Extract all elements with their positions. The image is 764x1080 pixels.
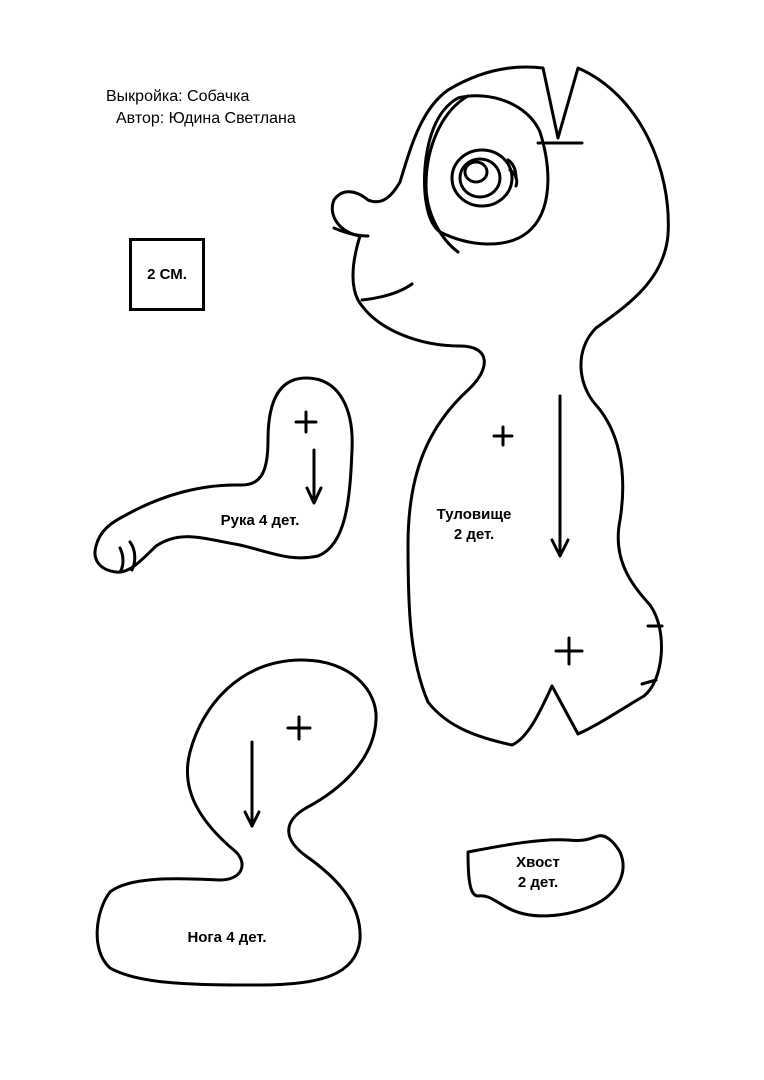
leg-grain-arrowhead [243, 810, 261, 828]
eye-outer [450, 148, 514, 208]
leg-plus-mark [286, 715, 312, 741]
eye-inner [463, 160, 489, 184]
body-outline [330, 65, 670, 747]
tail-outline [466, 834, 625, 918]
eyelash-2 [508, 168, 519, 188]
leg-piece-label: Нога 4 дет. [187, 929, 267, 946]
body-piece-name: Туловище [436, 506, 512, 523]
body-plus-mark-2 [554, 636, 584, 666]
arm-finger-line-2 [128, 540, 137, 572]
leg-piece [95, 658, 378, 987]
eye-patch [423, 94, 550, 246]
arm-piece [93, 376, 354, 574]
tail-piece [466, 834, 625, 918]
body-piece-label: Туловище 2 дет. [424, 505, 524, 545]
tail-piece-name: Хвост [516, 854, 560, 871]
arm-grain-arrowhead [305, 486, 323, 505]
body-grain-arrowhead [550, 538, 570, 558]
arm-finger-line-1 [118, 546, 125, 574]
eye-middle [458, 157, 502, 199]
face-line [424, 94, 470, 254]
leg-outline [95, 658, 378, 987]
arm-plus-mark [294, 410, 318, 434]
body-plus-mark-1 [492, 425, 514, 447]
tail-piece-label: Хвост 2 дет. [488, 853, 588, 893]
body-notch-2 [640, 678, 658, 686]
scale-reference-square: 2 СМ. [129, 238, 205, 311]
arm-outline [93, 376, 354, 574]
body-piece-count: 2 дет. [453, 526, 495, 543]
body-piece [330, 65, 670, 747]
tail-piece-count: 2 дет. [517, 874, 559, 891]
scale-label: 2 СМ. [147, 266, 187, 283]
arm-piece-label: Рука 4 дет. [220, 512, 300, 529]
nose-line [332, 226, 370, 238]
mouth-line [360, 282, 414, 302]
pattern-title: Выкройка: Собачка [106, 88, 250, 105]
pattern-author: Автор: Юдина Светлана [116, 110, 296, 127]
